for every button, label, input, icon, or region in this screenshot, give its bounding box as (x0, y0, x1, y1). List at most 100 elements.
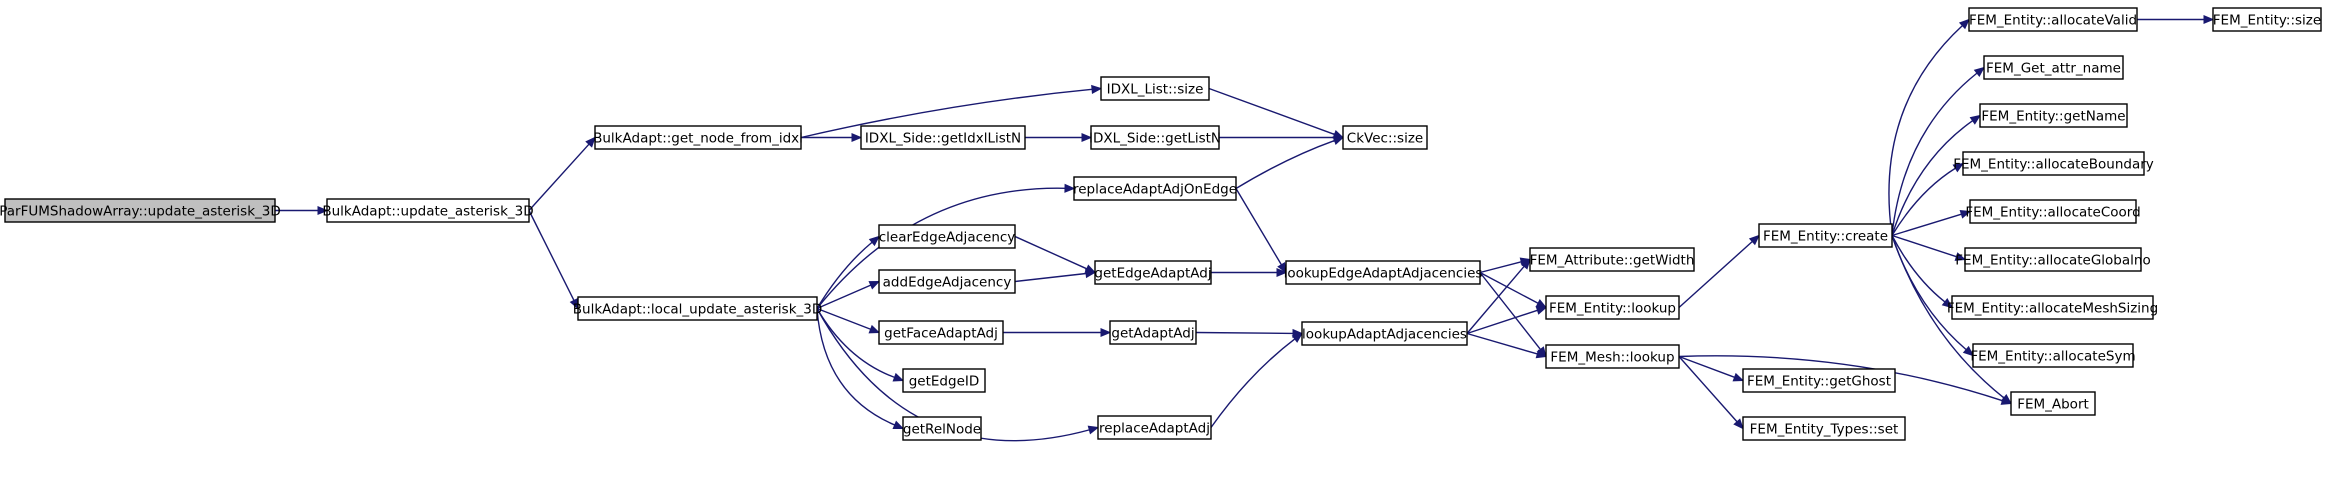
node-n8[interactable]: replaceAdaptAdjOnEdge (1073, 176, 1237, 201)
node-box[interactable] (878, 224, 1016, 249)
edge-n17-to-n20 (1479, 271, 1539, 304)
node-box[interactable] (1742, 416, 1906, 441)
node-label: replaceAdaptAdj (1099, 421, 1210, 437)
node-n9[interactable]: clearEdgeAdjacency (878, 224, 1016, 249)
node-n22[interactable]: FEM_Entity::create (1758, 223, 1893, 248)
node-n3[interactable]: BulkAdapt::local_update_asterisk_3D (573, 296, 823, 321)
node-box[interactable] (860, 125, 1026, 150)
node-n25[interactable]: FEM_Entity::allocateValid (1968, 7, 2138, 32)
node-label: getFaceAdaptAdj (884, 326, 998, 342)
node-n23[interactable]: FEM_Entity::getGhost (1742, 368, 1896, 393)
arrowhead-n3-to-n9 (868, 235, 880, 247)
node-box[interactable] (577, 296, 818, 321)
node-box[interactable] (1968, 7, 2138, 32)
node-n6[interactable]: IDXL_Side::getListN (1089, 125, 1221, 150)
node-box[interactable] (594, 125, 802, 150)
node-n0[interactable]: ParFUMShadowArray::update_asterisk_3D (0, 198, 281, 223)
node-n12[interactable]: getEdgeID (902, 368, 986, 393)
node-n5[interactable]: IDXL_Side::getIdxlListN (860, 125, 1026, 150)
node-n29[interactable]: FEM_Entity::allocateBoundary (1953, 151, 2154, 176)
node-box[interactable] (1742, 368, 1896, 393)
node-n27[interactable]: FEM_Get_attr_name (1983, 55, 2124, 80)
arrowhead-n3-to-n11 (868, 324, 881, 334)
edge-n8-to-n17 (1235, 188, 1283, 266)
node-box[interactable] (1342, 125, 1428, 150)
node-box[interactable] (1285, 260, 1481, 285)
node-label: CkVec::size (1347, 131, 1423, 147)
node-box[interactable] (1758, 223, 1893, 248)
node-n1[interactable]: BulkAdapt::update_asterisk_3D (322, 198, 534, 223)
node-box[interactable] (1962, 151, 2145, 176)
node-n17[interactable]: lookupEdgeAdaptAdjacencies (1284, 260, 1483, 285)
node-n28[interactable]: FEM_Entity::getName (1979, 103, 2128, 128)
node-n4[interactable]: IDXL_List::size (1100, 76, 1210, 101)
node-box[interactable] (1964, 247, 2142, 272)
node-label: FEM_Entity::allocateValid (1969, 13, 2137, 29)
node-box[interactable] (1972, 343, 2134, 368)
node-box[interactable] (1969, 199, 2137, 224)
node-n26[interactable]: FEM_Entity::size (2212, 7, 2322, 32)
node-label: FEM_Attribute::getWidth (1530, 253, 1695, 269)
edge-n3-to-n9 (816, 241, 873, 309)
node-n11[interactable]: getFaceAdaptAdj (878, 320, 1004, 345)
node-box[interactable] (2010, 391, 2096, 416)
node-box[interactable] (2212, 7, 2322, 32)
node-box[interactable] (1097, 415, 1212, 440)
edge-n22-to-n34 (1891, 235, 2005, 399)
node-box[interactable] (1529, 247, 1695, 272)
node-box[interactable] (326, 198, 530, 223)
node-label: FEM_Get_attr_name (1986, 61, 2121, 77)
node-box[interactable] (1109, 320, 1197, 345)
node-box[interactable] (902, 416, 982, 441)
node-n18[interactable]: lookupAdaptAdjacencies (1301, 321, 1468, 346)
node-box[interactable] (1073, 176, 1237, 201)
arrowhead-n22-to-n28 (1969, 114, 1982, 125)
node-n19[interactable]: FEM_Attribute::getWidth (1529, 247, 1695, 272)
node-box[interactable] (1545, 344, 1680, 369)
node-box[interactable] (1100, 76, 1210, 101)
node-n21[interactable]: FEM_Mesh::lookup (1545, 344, 1680, 369)
arrowhead-n22-to-n34 (2000, 394, 2013, 405)
node-n7[interactable]: CkVec::size (1342, 125, 1428, 150)
edge-n21-to-n34 (1678, 355, 2003, 402)
node-box[interactable] (1979, 103, 2128, 128)
edge-n16-to-n18 (1195, 331, 1294, 335)
arrowhead-n3-to-n12 (892, 372, 905, 382)
node-n33[interactable]: FEM_Entity::allocateSym (1970, 343, 2136, 368)
arrowhead-n8-to-n7 (1332, 136, 1345, 145)
node-n2[interactable]: BulkAdapt::get_node_from_idxl (593, 125, 803, 150)
node-label: getRelNode (903, 422, 981, 438)
edge-n18-to-n21 (1466, 332, 1538, 355)
node-box[interactable] (1545, 295, 1680, 320)
edge-n22-to-n25 (1888, 25, 1963, 236)
node-box[interactable] (1090, 125, 1220, 150)
node-n20[interactable]: FEM_Entity::lookup (1545, 295, 1680, 320)
node-n14[interactable]: replaceAdaptAdj (1097, 415, 1212, 440)
node-n10[interactable]: addEdgeAdjacency (878, 269, 1016, 294)
node-n30[interactable]: FEM_Entity::allocateCoord (1965, 199, 2141, 224)
node-n13[interactable]: getRelNode (902, 416, 982, 441)
node-n32[interactable]: FEM_Entity::allocateMeshSizing (1947, 295, 2158, 320)
node-n16[interactable]: getAdaptAdj (1109, 320, 1197, 345)
edge-n10-to-n15 (1014, 272, 1087, 283)
edge-n14-to-n18 (1210, 338, 1296, 428)
node-box[interactable] (1983, 55, 2124, 80)
node-box[interactable] (1951, 295, 2154, 320)
node-box[interactable] (902, 368, 986, 393)
edge-n18-to-n19 (1466, 265, 1525, 334)
node-n15[interactable]: getEdgeAdaptAdj (1094, 260, 1212, 285)
node-box[interactable] (878, 269, 1016, 294)
arrowhead-n22-to-n29 (1952, 162, 1965, 173)
arrowhead-n20-to-n22 (1748, 234, 1760, 246)
edge-n21-to-n24 (1678, 356, 1738, 423)
node-box[interactable] (878, 320, 1004, 345)
node-box[interactable] (1301, 321, 1468, 346)
node-n24[interactable]: FEM_Entity_Types::set (1742, 416, 1906, 441)
node-box[interactable] (4, 198, 276, 223)
node-label: replaceAdaptAdjOnEdge (1073, 182, 1237, 198)
node-box[interactable] (1094, 260, 1212, 285)
node-n34[interactable]: FEM_Abort (2010, 391, 2096, 416)
node-label: FEM_Entity::allocateGlobalno (1955, 253, 2150, 269)
arrowhead-n5-to-n6 (1081, 132, 1093, 143)
node-n31[interactable]: FEM_Entity::allocateGlobalno (1955, 247, 2151, 272)
